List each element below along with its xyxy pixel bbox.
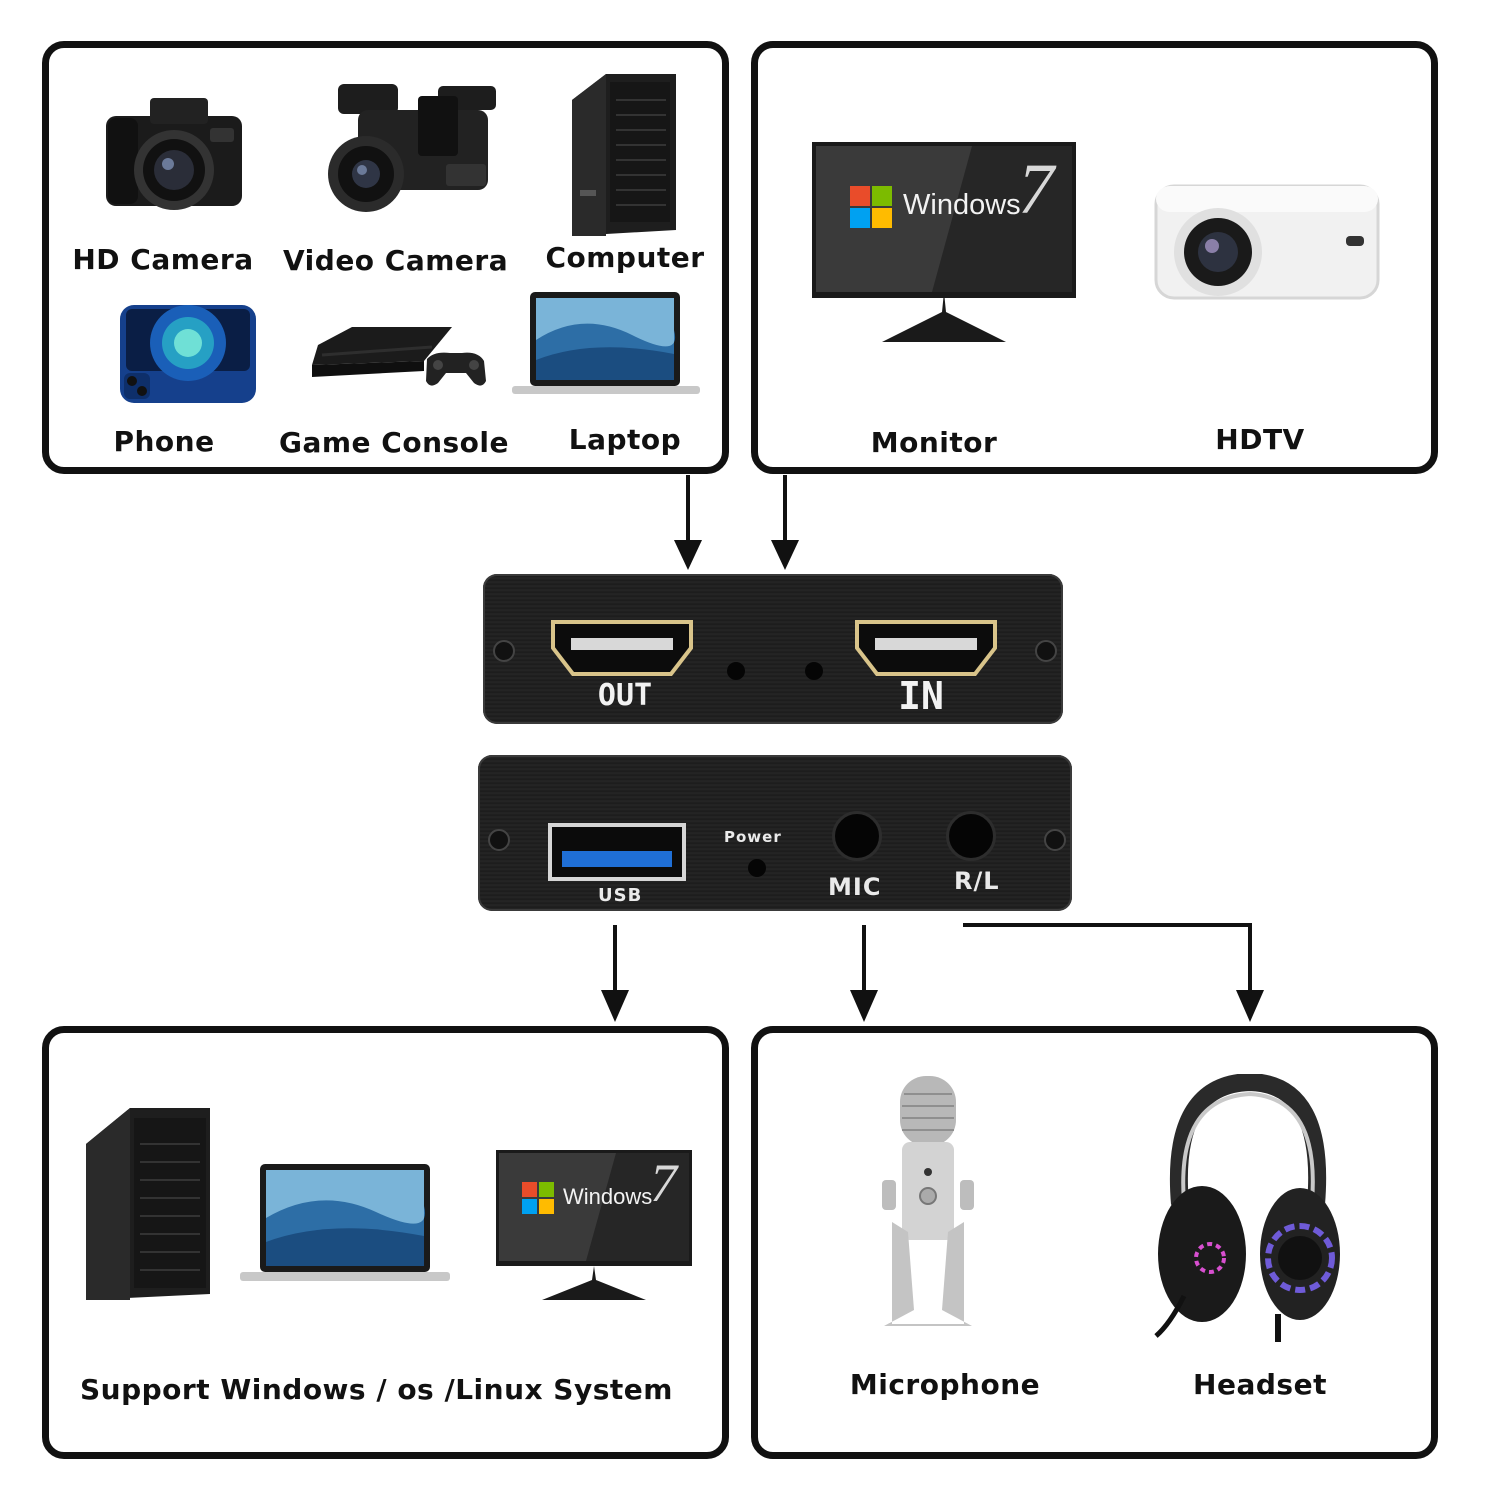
hdmi-out-label: OUT <box>597 678 653 713</box>
power-label: Power <box>724 828 782 846</box>
systems-laptop-image <box>240 1162 450 1284</box>
screw-right-bottom <box>1044 829 1066 851</box>
hdtv-projector-image <box>1150 176 1384 310</box>
source-label-game-console: Game Console <box>279 426 509 459</box>
mic-label: MIC <box>828 873 882 901</box>
usb-port[interactable] <box>548 823 686 881</box>
display-label-monitor: Monitor <box>870 426 998 459</box>
mic-jack[interactable] <box>832 811 882 861</box>
hdmi-panel: OUT IN <box>483 574 1063 724</box>
computer-tower-image <box>566 70 678 238</box>
systems-computer-image <box>80 1104 214 1304</box>
screw-right-top <box>1035 640 1057 662</box>
microphone-image <box>878 1072 978 1334</box>
usb-port-tongue <box>562 851 672 867</box>
source-label-hd-camera: HD Camera <box>72 243 254 276</box>
headset-image <box>1150 1074 1340 1344</box>
source-label-computer: Computer <box>545 241 705 274</box>
monitor-screen-text: Windows <box>903 189 1021 221</box>
monitor-screen-version: 7 <box>1018 149 1054 229</box>
laptop-image <box>512 290 700 396</box>
systems-screen-text: Windows <box>563 1184 653 1209</box>
systems-caption: Support Windows / os /Linux System <box>80 1373 673 1406</box>
audio-label-microphone: Microphone <box>849 1368 1041 1401</box>
hdmi-out-port[interactable] <box>547 618 697 678</box>
rl-label: R/L <box>954 867 1000 895</box>
game-console-image <box>312 325 487 393</box>
display-label-hdtv: HDTV <box>1215 423 1305 456</box>
hdmi-in-port[interactable] <box>851 618 1001 678</box>
screw-left-top <box>493 640 515 662</box>
video-camera-image <box>318 74 500 219</box>
hd-camera-image <box>100 88 248 218</box>
monitor-image <box>812 142 1076 348</box>
hdmi-in-label: IN <box>898 674 944 718</box>
rl-jack[interactable] <box>946 811 996 861</box>
power-led <box>748 859 766 877</box>
indicator-hole-2 <box>805 662 823 680</box>
usb-label: USB <box>598 885 643 906</box>
systems-monitor-image <box>496 1150 692 1302</box>
arrow-rl-to-headset <box>963 923 1252 995</box>
phone-image <box>118 303 258 405</box>
indicator-hole-1 <box>727 662 745 680</box>
source-label-phone: Phone <box>113 425 215 458</box>
audio-label-headset: Headset <box>1193 1368 1327 1401</box>
source-label-laptop: Laptop <box>568 423 682 456</box>
systems-screen-version: 7 <box>650 1153 677 1213</box>
source-label-video-camera: Video Camera <box>283 244 509 277</box>
screw-left-bottom <box>488 829 510 851</box>
usb-audio-panel: USB Power MIC R/L <box>478 755 1072 911</box>
